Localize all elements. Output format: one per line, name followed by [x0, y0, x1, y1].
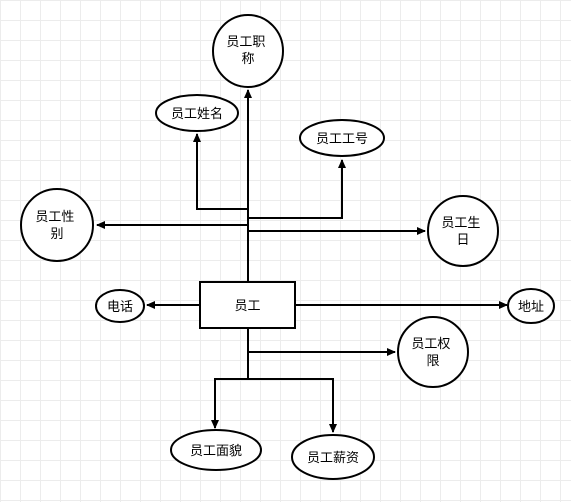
- svg-text:员工性 别: 员工性 别: [35, 210, 78, 242]
- attribute-salary[interactable]: 员工薪资: [291, 434, 375, 480]
- attribute-shape: [291, 434, 375, 480]
- attribute-label-line: 别: [50, 227, 63, 242]
- attribute-label: 员工姓名: [171, 106, 223, 122]
- attribute-birthday[interactable]: 员工生 日: [427, 195, 499, 267]
- attribute-label-line: 日: [456, 233, 469, 248]
- attribute-label-line: 员工权: [411, 336, 450, 352]
- entity-label: 员工: [234, 299, 260, 314]
- attribute-appearance[interactable]: 员工面貌: [170, 429, 262, 471]
- attribute-shape: [507, 288, 555, 324]
- attribute-shape: [397, 316, 469, 388]
- attribute-label: 员工面貌: [190, 444, 242, 459]
- svg-text:员工生 日: 员工生 日: [441, 216, 484, 248]
- attribute-label-line: 员工职: [226, 35, 265, 50]
- edge-to-appearance: [211, 378, 248, 429]
- attribute-label-line: 员工生: [441, 216, 480, 231]
- attribute-label: 电话: [107, 300, 133, 315]
- entity-employee[interactable]: 员工: [199, 281, 296, 329]
- attribute-label-line: 员工性: [35, 210, 74, 225]
- attribute-label-line: 称: [241, 52, 254, 67]
- attribute-title[interactable]: 员工职 称: [212, 14, 284, 88]
- attribute-gender[interactable]: 员工性 别: [20, 188, 94, 262]
- connectors: [96, 89, 508, 433]
- attribute-shape: [427, 195, 499, 267]
- edge-to-salary: [248, 378, 337, 433]
- svg-text:员工职 称: 员工职 称: [226, 35, 269, 67]
- attribute-shape: [155, 94, 239, 132]
- entity-box: [199, 281, 296, 329]
- svg-text:员工权 限: 员工权 限: [411, 336, 454, 369]
- attribute-number[interactable]: 员工工号: [299, 119, 385, 157]
- attribute-permission[interactable]: 员工权 限: [397, 316, 469, 388]
- edge-to-number: [248, 159, 346, 219]
- attribute-shape: [170, 429, 262, 471]
- attribute-label-line: 限: [426, 354, 439, 369]
- attribute-shape: [299, 119, 385, 157]
- edge-to-name: [193, 133, 248, 210]
- attribute-label: 员工薪资: [307, 451, 359, 466]
- attribute-name[interactable]: 员工姓名: [155, 94, 239, 132]
- attribute-shape: [20, 188, 94, 262]
- attribute-label: 地址: [518, 300, 544, 315]
- attribute-phone[interactable]: 电话: [95, 289, 145, 323]
- attribute-shape: [212, 14, 284, 88]
- attribute-shape: [95, 289, 145, 323]
- attribute-address[interactable]: 地址: [507, 288, 555, 324]
- attribute-label: 员工工号: [316, 132, 368, 147]
